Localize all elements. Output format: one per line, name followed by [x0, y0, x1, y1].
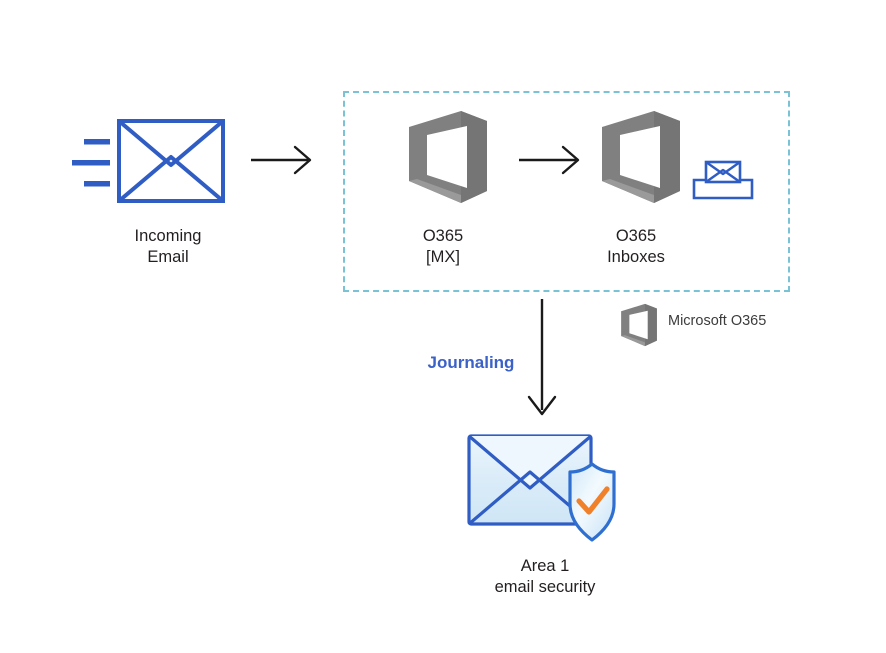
o365-inboxes-office-365-icon — [598, 109, 684, 205]
incoming-email-envelope-icon — [72, 118, 228, 210]
o365-inboxes-label: O365 Inboxes — [575, 226, 697, 268]
o365-mx-office-365-icon — [405, 109, 491, 205]
o365-inboxes-label-line1: O365 — [615, 227, 657, 245]
o365-inboxes-label-line2: Inboxes — [607, 248, 665, 266]
o365-inboxes-tray-icon — [692, 158, 754, 202]
o365-zone-boundary — [343, 91, 790, 292]
area1-envelope-shield-check-icon — [466, 430, 628, 546]
incoming-email-label-line1: Incoming — [134, 227, 202, 245]
area1-label-line1: Area 1 — [520, 557, 570, 575]
o365-mx-label-line1: O365 — [422, 227, 464, 245]
o365-mx-label-line2: [MX] — [426, 248, 460, 266]
incoming-email-label: Incoming Email — [88, 226, 248, 268]
o365-mx-label: O365 [MX] — [382, 226, 504, 268]
arrow-mx-to-inboxes-icon — [518, 142, 584, 178]
incoming-email-label-line2: Email — [147, 248, 189, 266]
legend-office-365-icon — [619, 303, 659, 347]
journaling-edge-label: Journaling — [427, 353, 515, 372]
area1-label: Area 1 email security — [455, 556, 635, 598]
arrow-inboxes-to-area1-icon — [523, 298, 561, 420]
legend-label: Microsoft O365 — [668, 313, 767, 329]
arrow-incoming-to-mx-icon — [250, 142, 316, 178]
area1-label-line2: email security — [494, 578, 596, 596]
